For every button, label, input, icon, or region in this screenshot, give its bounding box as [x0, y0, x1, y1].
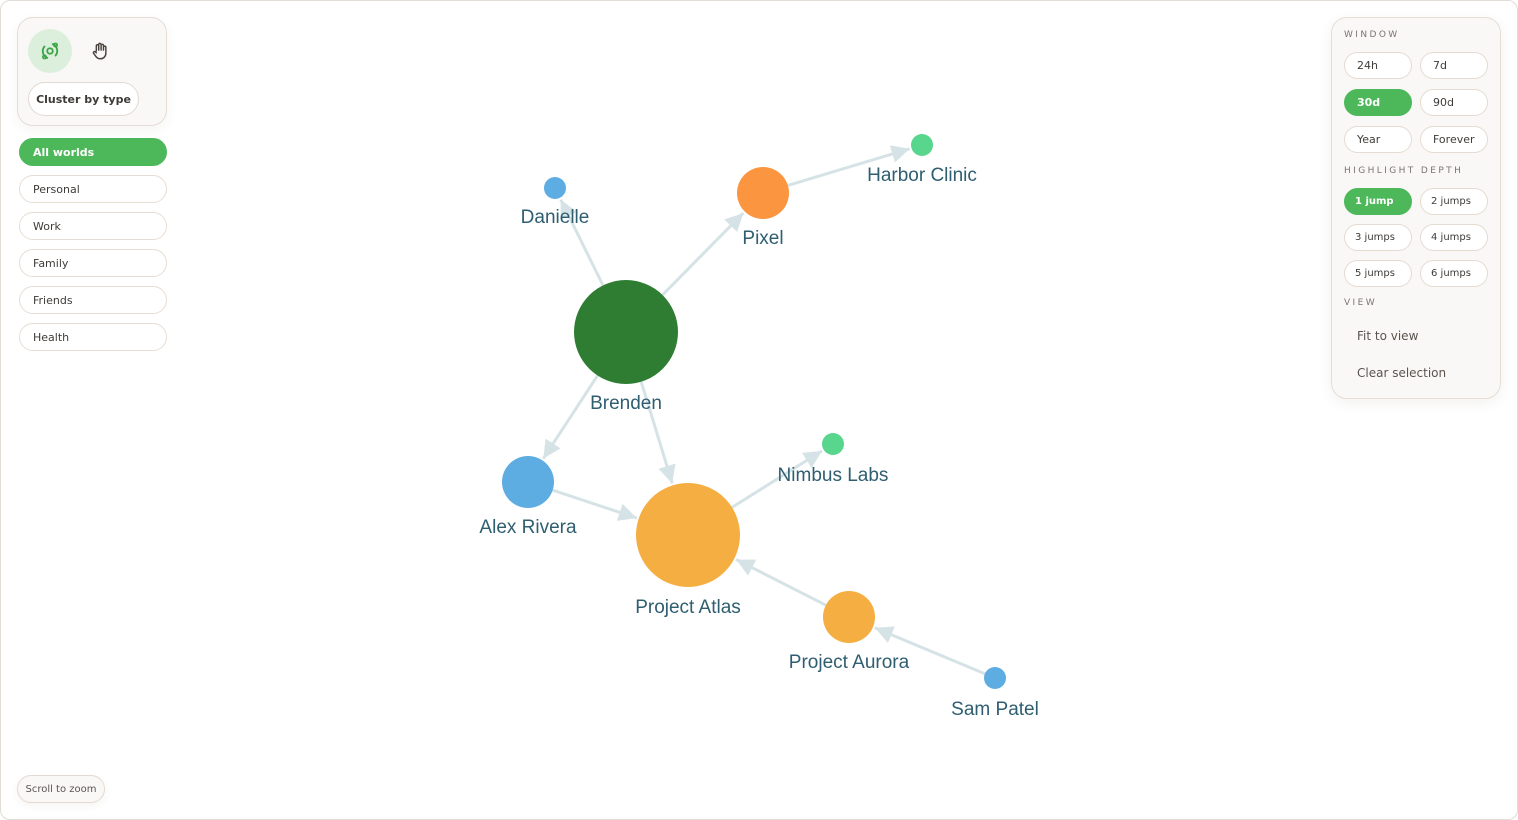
edge-pixel-harbor [787, 145, 910, 187]
clear-selection-button[interactable]: Clear selection [1357, 366, 1447, 380]
world-friends[interactable]: Friends [19, 286, 167, 314]
depth-6[interactable]: 6 jumps [1420, 260, 1488, 287]
world-health[interactable]: Health [19, 323, 167, 351]
edge-brenden-atlas [639, 381, 676, 484]
world-work[interactable]: Work [19, 212, 167, 240]
node-circle[interactable] [823, 591, 875, 643]
hand-icon [92, 42, 107, 60]
depth-2[interactable]: 2 jumps [1420, 188, 1488, 215]
node-nimbus[interactable]: Nimbus Labs [778, 433, 889, 486]
node-danielle[interactable]: Danielle [521, 177, 590, 228]
worlds-filter: All worlds Personal Work Family Friends … [19, 138, 167, 360]
edge-brenden-alex [542, 374, 599, 460]
node-brenden[interactable]: Brenden [574, 280, 678, 414]
world-family[interactable]: Family [19, 249, 167, 277]
fit-to-view-button[interactable]: Fit to view [1357, 329, 1419, 343]
node-circle[interactable] [911, 134, 933, 156]
orbit-icon [41, 42, 59, 60]
node-atlas[interactable]: Project Atlas [635, 483, 741, 618]
edge-brenden-pixel [661, 211, 745, 297]
edges-layer [542, 145, 986, 676]
node-circle[interactable] [636, 483, 740, 587]
depth-1[interactable]: 1 jump [1344, 188, 1412, 215]
node-aurora[interactable]: Project Aurora [789, 591, 910, 673]
cluster-by-type-button[interactable]: Cluster by type [28, 82, 139, 116]
node-label: Project Aurora [789, 652, 910, 673]
depth-4[interactable]: 4 jumps [1420, 224, 1488, 251]
orbit-tool-button[interactable] [28, 29, 72, 73]
depth-3[interactable]: 3 jumps [1344, 224, 1412, 251]
window-30d[interactable]: 30d [1344, 89, 1412, 116]
view-section-title: VIEW [1344, 298, 1377, 308]
node-pixel[interactable]: Pixel [737, 167, 789, 249]
node-label: Nimbus Labs [778, 465, 889, 486]
node-label: Pixel [742, 228, 783, 249]
node-circle[interactable] [984, 667, 1006, 689]
node-alex[interactable]: Alex Rivera [479, 456, 577, 538]
edge-brenden-danielle [559, 198, 605, 287]
node-circle[interactable] [502, 456, 554, 508]
window-year[interactable]: Year [1344, 126, 1412, 153]
node-circle[interactable] [544, 177, 566, 199]
edge-aurora-atlas [735, 558, 827, 607]
world-personal[interactable]: Personal [19, 175, 167, 203]
scroll-to-zoom-hint: Scroll to zoom [17, 775, 105, 803]
window-forever[interactable]: Forever [1420, 126, 1488, 153]
node-harbor[interactable]: Harbor Clinic [867, 134, 977, 186]
depth-5[interactable]: 5 jumps [1344, 260, 1412, 287]
window-90d[interactable]: 90d [1420, 89, 1488, 116]
window-section-title: WINDOW [1344, 30, 1400, 40]
node-label: Danielle [521, 207, 590, 228]
edge-sam-aurora [874, 626, 986, 676]
node-circle[interactable] [574, 280, 678, 384]
node-circle[interactable] [822, 433, 844, 455]
node-label: Harbor Clinic [867, 165, 977, 186]
window-24h[interactable]: 24h [1344, 52, 1412, 79]
node-sam[interactable]: Sam Patel [951, 667, 1039, 720]
node-label: Brenden [590, 393, 662, 414]
edge-atlas-nimbus [731, 449, 823, 509]
window-7d[interactable]: 7d [1420, 52, 1488, 79]
control-panel: WINDOW 24h 7d 30d 90d Year Forever HIGHL… [1331, 17, 1501, 399]
node-label: Sam Patel [951, 699, 1039, 720]
node-label: Project Atlas [635, 597, 741, 618]
highlight-depth-title: HIGHLIGHT DEPTH [1344, 166, 1464, 176]
world-all[interactable]: All worlds [19, 138, 167, 166]
tool-panel: Cluster by type [17, 17, 167, 126]
pan-tool-button[interactable] [78, 29, 122, 73]
node-label: Alex Rivera [479, 517, 577, 538]
node-circle[interactable] [737, 167, 789, 219]
edge-alex-atlas [552, 488, 638, 521]
